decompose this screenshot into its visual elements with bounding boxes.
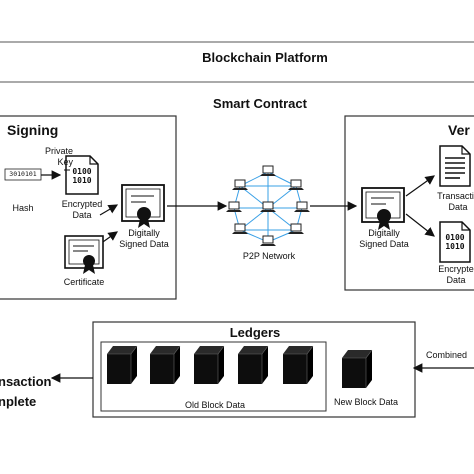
verified-certificate-icon bbox=[361, 187, 405, 230]
private-key-label: Private Key bbox=[44, 146, 73, 167]
transaction-data-label: Transactio Data bbox=[437, 191, 474, 212]
signing-signed-label: Digitally Signed Data bbox=[119, 228, 169, 249]
outer-frame bbox=[0, 41, 474, 43]
transaction-complete-line1: nsaction bbox=[0, 374, 52, 389]
old-block-label: Old Block Data bbox=[184, 400, 246, 410]
old-block-cubes bbox=[106, 345, 314, 385]
signed-certificate-icon bbox=[121, 184, 165, 228]
block-cube-2 bbox=[149, 345, 181, 385]
certificate-icon bbox=[64, 235, 104, 274]
decrypted-document-icon bbox=[439, 221, 471, 263]
verification-encrypted-label: Encrypte Data bbox=[438, 264, 474, 285]
p2p-network-graph bbox=[225, 165, 311, 247]
p2p-network-label: P2P Network bbox=[242, 251, 296, 261]
encrypted-document-icon bbox=[65, 155, 99, 195]
platform-title: Blockchain Platform bbox=[202, 50, 328, 65]
new-block-cube bbox=[341, 349, 373, 389]
transaction-complete-line2: nplete bbox=[0, 394, 37, 409]
block-cube-3 bbox=[193, 345, 225, 385]
block-cube-1 bbox=[106, 345, 138, 385]
block-cube-5 bbox=[282, 345, 314, 385]
transaction-document-icon bbox=[439, 145, 471, 187]
old-block-box bbox=[100, 341, 327, 412]
signing-title: Signing bbox=[7, 122, 59, 138]
signing-box bbox=[0, 115, 177, 300]
verification-title: Ver bbox=[448, 122, 470, 138]
signing-encrypted-label: Encrypted Data bbox=[61, 199, 103, 220]
certificate-label: Certificate bbox=[63, 277, 105, 287]
signing-encrypted-bits: 0100 1010 bbox=[72, 167, 92, 185]
verification-signed-label: Digitally Signed Data bbox=[359, 228, 409, 249]
hash-value: 3010101 bbox=[9, 170, 37, 178]
ledgers-title: Ledgers bbox=[229, 325, 281, 340]
smart-contract-title: Smart Contract bbox=[213, 96, 307, 111]
verification-box bbox=[344, 115, 474, 291]
combined-label: Combined bbox=[426, 350, 468, 360]
hash-label: Hash bbox=[12, 203, 34, 213]
block-cube-4 bbox=[237, 345, 269, 385]
new-block-label: New Block Data bbox=[333, 397, 399, 407]
verification-encrypted-bits: 0100 1010 bbox=[445, 233, 465, 251]
